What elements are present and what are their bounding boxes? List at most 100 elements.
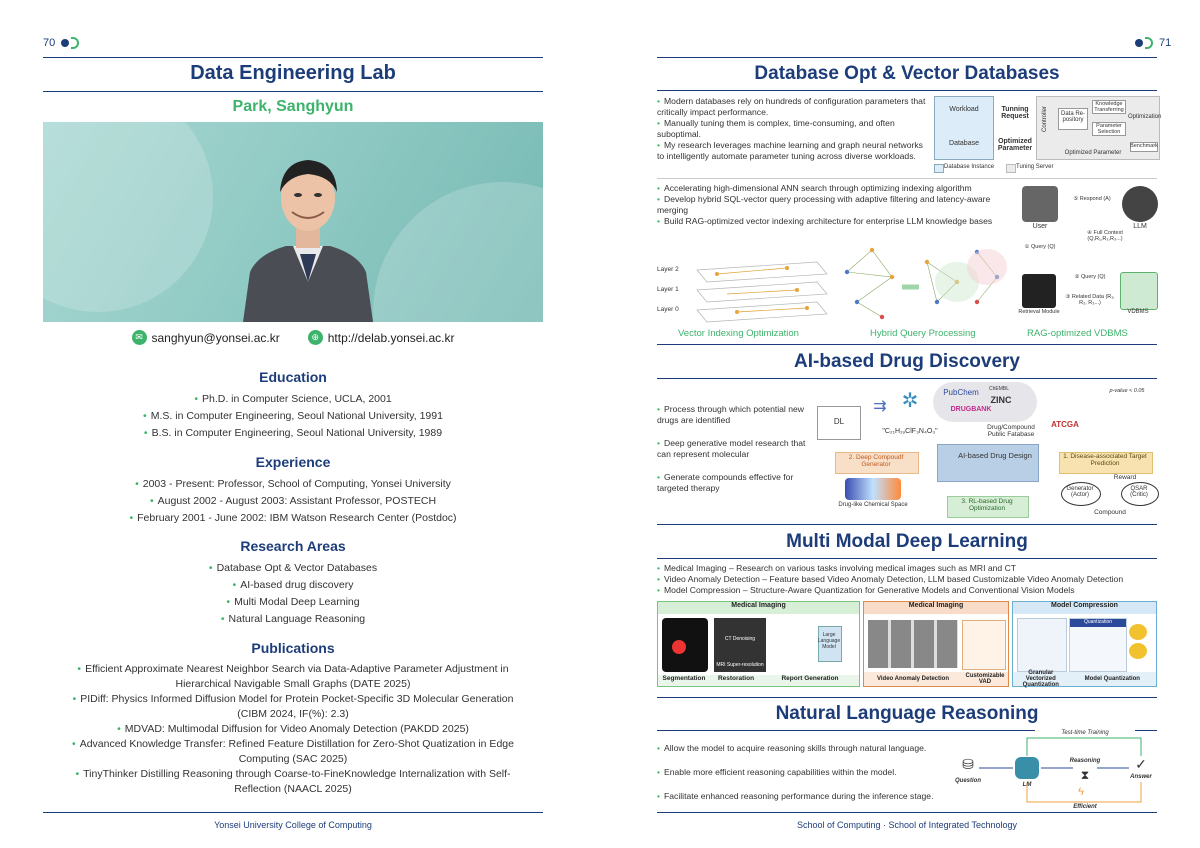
research-item: •Natural Language Reasoning [220, 613, 366, 625]
nlr-bullets: •Allow the model to acquire reasoning sk… [657, 743, 957, 802]
lm-label: LM [1022, 782, 1032, 788]
optimized-parameter-label: Optimized Parameter [997, 138, 1033, 152]
llm-label: Large Language Model [817, 632, 841, 650]
panel-title: Medical Imaging [864, 602, 1008, 614]
disease-target-label: 1. Disease-associated Target Prediction [1063, 453, 1147, 467]
person-illustration [243, 160, 373, 322]
parameter-selection-box [1092, 122, 1126, 136]
model-quant-label: Model Quantization [1084, 676, 1140, 682]
drug-top-rule [657, 344, 1157, 345]
ai-design-box [937, 444, 1039, 482]
llm-icon [1122, 186, 1158, 222]
education-section: Education •Ph.D. in Computer Science, UC… [43, 369, 543, 442]
legend-db-instance: Database Instance [944, 164, 995, 170]
mm-top-rule [657, 524, 1157, 525]
bullet-item: •Develop hybrid SQL-vector query process… [657, 194, 991, 215]
dna-label: ATCGA [1051, 420, 1079, 429]
answer-label: Answer [1130, 774, 1152, 780]
db-sub-divider [657, 178, 1157, 179]
deep-generator-box [835, 452, 919, 474]
right-page: 71 Database Opt & Vector Databases •Mode… [600, 0, 1200, 848]
publication-item: •MDVAD: Multimodal Diffusion for Video A… [117, 723, 469, 735]
ct-images [714, 618, 766, 672]
ai-design-label: AI-based Drug Design [958, 451, 1032, 460]
bullet-item: •Deep generative model research that can… [657, 438, 806, 459]
top-rule [43, 57, 543, 58]
bullet-item: •Generate compounds effective for target… [657, 472, 794, 493]
chemical-space-graphic [845, 478, 901, 500]
email-contact[interactable]: ✉ sanghyun@yonsei.ac.kr [131, 330, 280, 345]
website-link[interactable]: http://delab.yonsei.ac.kr [327, 330, 455, 345]
panel-footer: Granular Vectorized Quantization Model Q… [1013, 670, 1156, 688]
research-item: •Database Opt & Vector Databases [208, 562, 378, 574]
query2-label: ② Query (Q) [1074, 274, 1106, 280]
user-label: User [1032, 223, 1048, 230]
compound-label: Compound [1094, 509, 1126, 516]
vector-graph-illustration [696, 247, 1007, 323]
dl-box [817, 406, 861, 440]
professor-photo [43, 122, 543, 322]
mri-image [662, 618, 708, 672]
research-section: Research Areas •Database Opt & Vector Da… [43, 538, 543, 628]
ttt-label: Test-time Training [1035, 730, 1135, 736]
nlr-section-title: Natural Language Reasoning [775, 703, 1039, 724]
robot-icons [1129, 624, 1151, 660]
generator-ellipse [1061, 482, 1101, 506]
database-label: Database [949, 140, 979, 147]
related-data-label: ③ Related Data (R₁, R₂, R₃...) [1065, 294, 1115, 306]
tuning-request-label: Tunning Request [1001, 106, 1029, 120]
panel-footer: Video Anomaly Detection Customizable VAD [864, 672, 1008, 686]
bullet-item: •Enable more efficient reasoning capabil… [657, 767, 897, 777]
mri-sr-label: MRI Super-resolution [716, 662, 764, 668]
panel-footer: Segmentation Restoration Report Generati… [658, 675, 859, 686]
db-title-rule [657, 90, 1157, 91]
experience-item: •2003 - Present: Professor, School of Co… [135, 478, 451, 490]
email-text[interactable]: sanghyun@yonsei.ac.kr [151, 330, 280, 345]
globe-icon: ⊕ [307, 330, 323, 345]
vdbms-label: VDBMS [1127, 309, 1149, 315]
qsar-ellipse [1121, 482, 1159, 506]
experience-section: Experience •2003 - Present: Professor, S… [43, 454, 543, 527]
rag-diagram: User LLM ⑤ Respond (A) ① Query (Q) ④ Ful… [1018, 182, 1160, 322]
education-heading: Education [259, 369, 327, 385]
publications-section: Publications •Efficient Approximate Near… [43, 640, 543, 797]
reasoning-label: Reasoning [1069, 758, 1101, 764]
nlr-top-rule [657, 697, 1157, 698]
drug-bullets: •Process through which potential new dru… [657, 404, 817, 494]
knowledge-transferring-box [1092, 100, 1126, 114]
contact-row: ✉ sanghyun@yonsei.ac.kr ⊕ http://delab.y… [43, 330, 543, 345]
website-contact[interactable]: ⊕ http://delab.yonsei.ac.kr [307, 330, 455, 345]
database-label: Drug/Compound Public Fatabase [987, 424, 1035, 438]
research-item: •AI-based drug discovery [232, 579, 354, 591]
data-repository-box [1058, 108, 1088, 130]
efficient-label: Efficient [1073, 804, 1097, 810]
research-heading: Research Areas [240, 538, 346, 554]
bullet-item: •Facilitate enhanced reasoning performan… [657, 791, 934, 801]
panel-title: Model Compression [1013, 602, 1156, 614]
drug-title-rule [657, 378, 1157, 379]
legend-swatch-server [1006, 164, 1016, 173]
experience-item: •February 2001 - June 2002: IBM Watson R… [129, 512, 457, 524]
footer-rule [657, 812, 1157, 813]
model-compression-panel: Model Compression Quantization Granular … [1012, 601, 1157, 688]
rl-optimization-label: 3. RL-based Drug Optimization [961, 498, 1013, 512]
lightning-icon: ϟ [1078, 786, 1084, 798]
optimized-parameter-loop-label: Optimized Parameter [1064, 150, 1122, 156]
professor-name: Park, Sanghyun [232, 98, 354, 115]
bullet-item: •Medical Imaging – Research on various t… [657, 563, 1017, 573]
bullet-item: •Build RAG-optimized vector indexing arc… [657, 216, 993, 226]
experience-item: •August 2002 - August 2003: Assistant Pr… [149, 495, 437, 507]
caption-vector-indexing: Vector Indexing Optimization [678, 328, 799, 339]
caption-hybrid-query: Hybrid Query Processing [870, 328, 976, 339]
db-section-title: Database Opt & Vector Databases [754, 63, 1060, 84]
footer-right: School of Computing · School of Integrat… [797, 820, 1017, 830]
database-instance-box [934, 96, 994, 160]
benchmark-box [1130, 142, 1158, 152]
database-cloud [933, 382, 1037, 422]
drug-diagram: DL ⇉ ✲ "C₂₁H₁₉ClF₃N₄O₃" PubChem ChEMBL Z… [815, 382, 1160, 522]
footer-left: Yonsei University College of Computing [214, 820, 372, 830]
footer-rule [43, 812, 543, 813]
retrieval-label: Retrieval Module [1018, 309, 1060, 315]
vad-panel: Medical Imaging Video Anomaly Detection … [863, 601, 1009, 687]
dl-label: DL [833, 417, 845, 426]
